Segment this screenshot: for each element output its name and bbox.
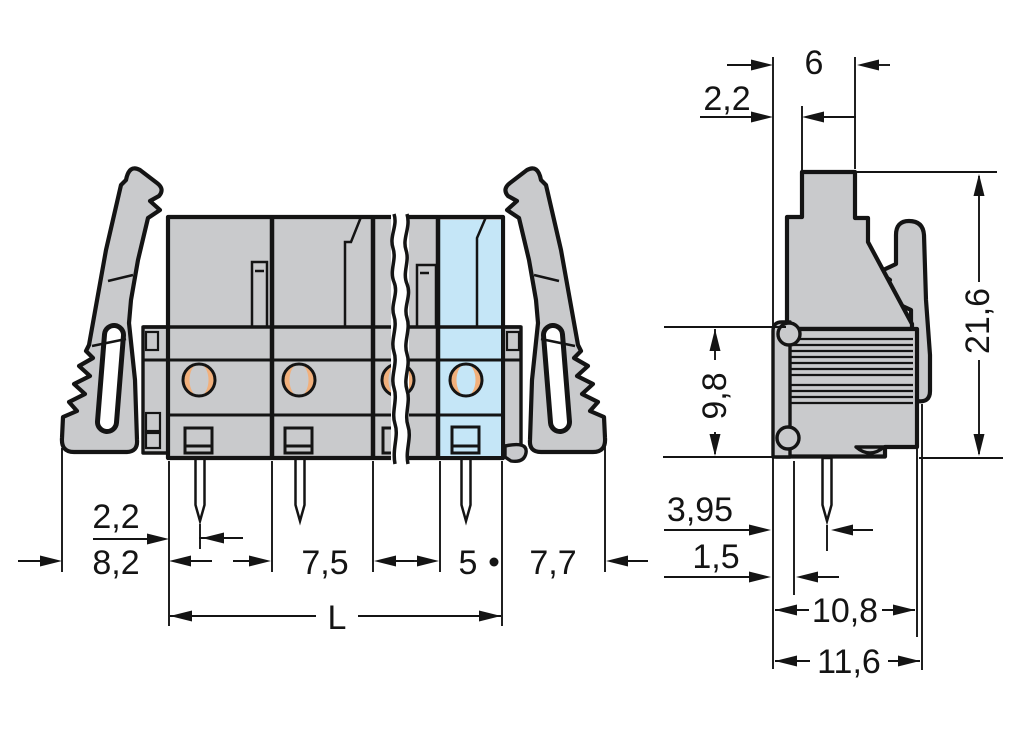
housing-highlight-pole	[437, 220, 501, 456]
dim-label: 8,2	[92, 544, 139, 582]
contact-openings	[181, 362, 484, 398]
dim-label: 3,95	[667, 491, 733, 529]
solder-pins	[194, 456, 472, 526]
dim-side-flange-thickness: 1,5	[664, 538, 839, 583]
dim-label: 1,5	[692, 538, 739, 576]
dim-label: 9,8	[696, 372, 734, 419]
solder-pin	[460, 456, 472, 526]
right-foot-hook	[503, 442, 528, 464]
dim-side-body-depth: 10,8	[775, 592, 915, 630]
dim-label: L	[328, 599, 347, 637]
contact-opening	[281, 362, 317, 398]
dim-front-edge-to-pin: 2,2	[92, 498, 243, 545]
dim-label: 5	[459, 544, 478, 582]
dim-label: 10,8	[812, 592, 878, 630]
dim-label: 7,5	[301, 544, 348, 582]
dim-side-total-height: 21,6	[959, 174, 997, 456]
square-opening	[450, 425, 481, 455]
dim-side-pin-offset: 3,95	[664, 491, 873, 536]
dim-label: 7,7	[529, 544, 576, 582]
latch-slot-cutout	[100, 328, 121, 429]
housing	[143, 213, 521, 526]
solder-pin	[821, 456, 833, 526]
side-upper-housing	[784, 169, 915, 332]
dim-label: 11,6	[817, 643, 881, 681]
dim-front-total-length: L	[170, 599, 501, 637]
side-view: 6 2,2 21,6	[663, 44, 1003, 681]
side-housing	[771, 169, 933, 526]
dim-front-main-row: 8,2 7,5 5 7,7	[18, 544, 648, 582]
latch-segment-line	[91, 337, 127, 348]
collar-notches	[144, 330, 521, 450]
pole3-slot	[415, 263, 438, 329]
square-openings	[183, 425, 481, 455]
dim-label: 6	[805, 44, 824, 82]
side-dimensions: 6 2,2 21,6	[663, 44, 1003, 681]
dim-side-top-offset: 2,2	[700, 80, 856, 123]
dim-label: 2,2	[703, 80, 750, 118]
latch-segment-line	[107, 273, 134, 283]
dim-side-lower-height: 9,8	[696, 329, 734, 456]
contact-opening	[181, 362, 217, 398]
pole1-slot	[250, 260, 269, 329]
pole4-chamfer	[475, 216, 488, 327]
latch-lever-body	[59, 166, 164, 455]
dim-label: 2,2	[92, 498, 139, 536]
square-opening	[183, 426, 214, 455]
solder-pin	[194, 456, 206, 526]
grip-ridges	[791, 337, 913, 405]
dim-dot-terminator	[489, 557, 499, 567]
break-line	[390, 213, 399, 465]
square-opening	[283, 426, 314, 455]
dim-side-total-depth: 11,6	[775, 643, 920, 681]
left-latch	[59, 166, 164, 455]
keying-features	[250, 216, 488, 329]
break-line	[403, 213, 412, 465]
bottom-notch	[854, 445, 886, 455]
break-band	[390, 213, 412, 465]
flange-boss	[775, 425, 801, 451]
contact-opening	[448, 362, 484, 398]
solder-pin	[294, 456, 306, 526]
front-view: 2,2 8,2 7,5 5 7,7	[18, 168, 648, 637]
pole2-chamfer	[343, 216, 363, 327]
dim-side-width: 6	[727, 44, 890, 82]
dim-label: 21,6	[959, 288, 997, 354]
flange-boss	[776, 321, 802, 347]
front-dimensions: 2,2 8,2 7,5 5 7,7	[18, 440, 648, 637]
